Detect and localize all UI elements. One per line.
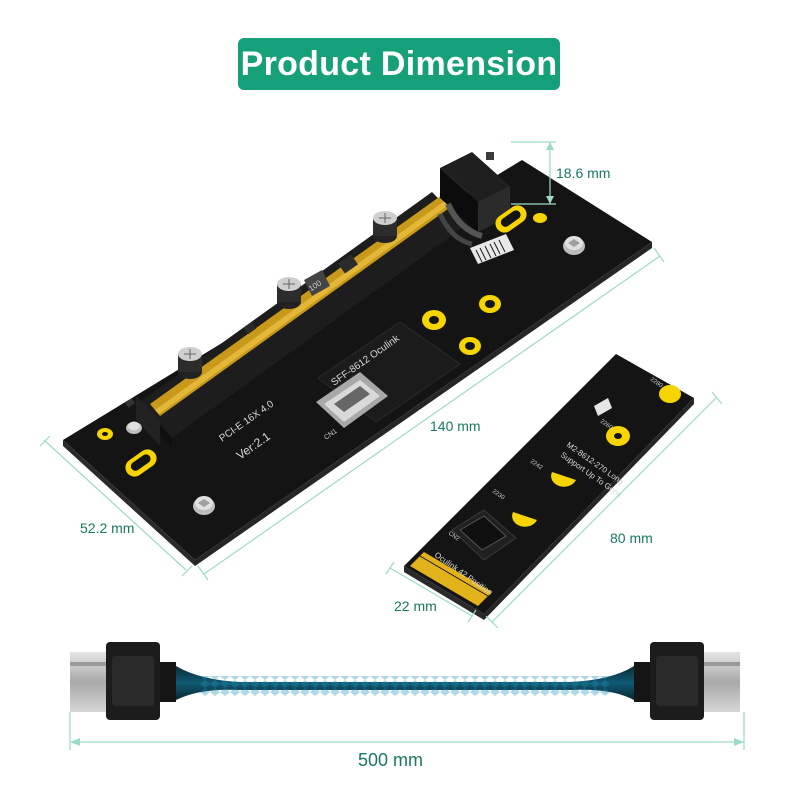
m2-oculink-connector <box>451 509 517 561</box>
power-connector <box>437 152 510 247</box>
gold-pad <box>533 213 547 223</box>
dim-m2-width-label: 22 mm <box>394 598 437 614</box>
dimension-lines <box>39 141 745 750</box>
capacitor-3 <box>373 211 397 243</box>
screw <box>193 496 215 515</box>
dim-height-label: 18.6 mm <box>556 165 611 181</box>
capacitor-1 <box>178 347 202 379</box>
page-title: Product Dimension <box>238 38 560 90</box>
dim-m2-length-label: 80 mm <box>610 530 653 546</box>
riser-board: 100 <box>63 152 652 566</box>
screw <box>126 421 142 434</box>
oculink-cable <box>70 642 740 720</box>
m2-standoff-2280 <box>659 385 681 403</box>
m2-board: M2-8612-270 Long Support Up To Gen4 Ocul… <box>404 354 694 620</box>
barcode <box>470 234 514 264</box>
dim-board-length-label: 140 mm <box>430 418 481 434</box>
dim-board-width-label: 52.2 mm <box>80 520 135 536</box>
screw <box>563 236 585 255</box>
inductor: 100 <box>304 270 330 296</box>
capacitor-2 <box>277 277 301 309</box>
m2-gold-fingers <box>410 552 492 606</box>
oculink-port <box>316 372 388 428</box>
m2-standoff-2242 <box>551 472 576 487</box>
dim-cable-length-label: 500 mm <box>358 750 424 770</box>
pcie-slot <box>136 192 465 448</box>
m2-standoff-2230 <box>512 512 537 527</box>
